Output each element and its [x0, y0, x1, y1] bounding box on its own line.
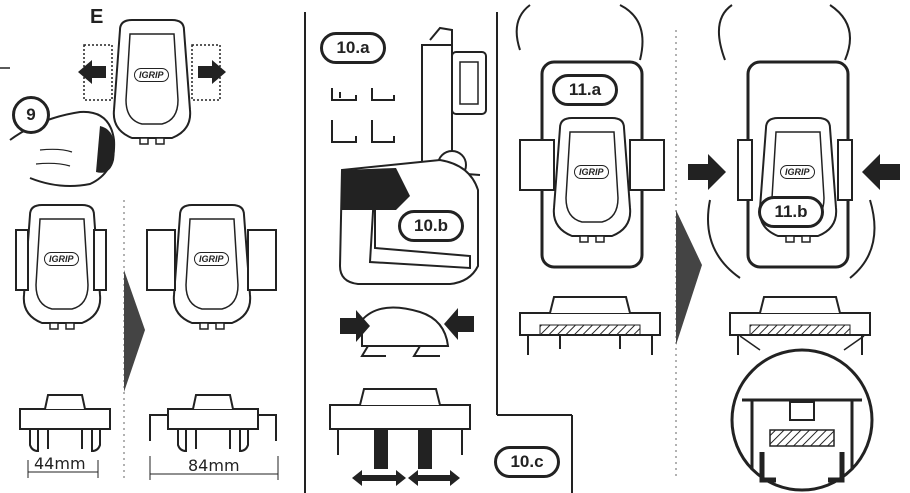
- clip-open: [149, 394, 277, 452]
- step-10a-badge: 10.a: [320, 32, 386, 64]
- arrow-wedge-1: [124, 270, 145, 392]
- holder-closed: [15, 204, 107, 330]
- open-width-label: 84mm: [188, 456, 240, 475]
- brand-logo: IGRIP: [780, 165, 815, 179]
- step-10b-badge: 10.b: [398, 210, 464, 242]
- holder-step-e: [78, 19, 226, 145]
- brand-logo: IGRIP: [194, 252, 229, 266]
- clip-closed: [19, 394, 111, 452]
- brand-logo: IGRIP: [134, 68, 169, 82]
- brand-logo: IGRIP: [574, 165, 609, 179]
- step-11b-badge: 11.b: [758, 196, 824, 228]
- step-11a-badge: 11.a: [552, 74, 618, 106]
- step-9-badge: 9: [12, 96, 50, 134]
- arrow-wedge-2: [676, 210, 702, 345]
- hook-pieces: [331, 88, 395, 143]
- brand-logo: IGRIP: [44, 252, 79, 266]
- closed-width-label: 44mm: [34, 454, 86, 473]
- holder-open: [146, 204, 277, 330]
- clip-10c: [329, 388, 471, 469]
- section-letter: E: [90, 6, 104, 28]
- step-10c-badge: 10.c: [494, 446, 560, 478]
- clip-squeeze: [340, 306, 474, 357]
